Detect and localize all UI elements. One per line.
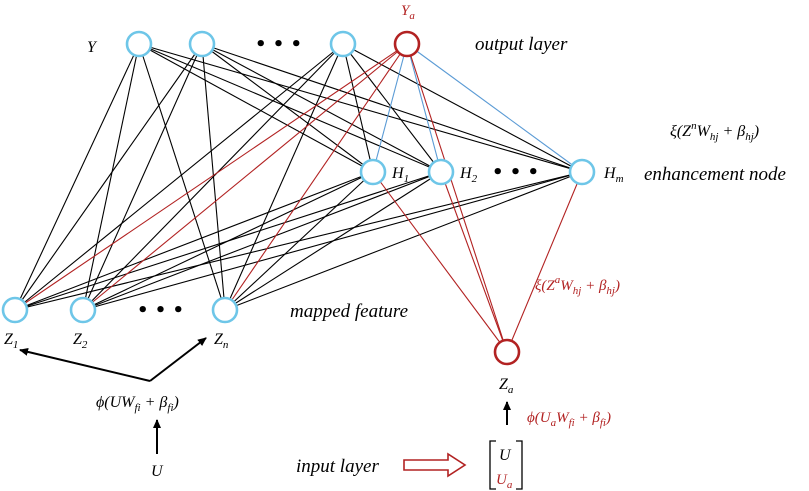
edge-mapped-node-z2-output-node-2 — [82, 43, 203, 311]
label-ya: Ya — [401, 3, 415, 22]
edge-enhancement-node-h1-output-node-2 — [201, 43, 374, 173]
enhancement-node-h1 — [359, 158, 387, 186]
arrow-to-zn — [149, 337, 207, 382]
label-h1: H1 — [391, 165, 409, 185]
arrow-to-z1 — [19, 347, 151, 382]
edge-mapped-node-za-enhancement-node-hm — [506, 171, 583, 353]
edge-enhancement-node-h1-output-node-3 — [342, 43, 374, 173]
edge-enhancement-node-h1-output-node-ya — [372, 43, 408, 173]
input-matrix: U Ua — [489, 440, 523, 491]
mapped-node-za — [493, 338, 521, 366]
ellipsis-mapped: • • • — [137, 300, 184, 321]
edge-mapped-node-zn-enhancement-node-h2 — [224, 171, 442, 311]
edge-mapped-node-zn-enhancement-node-hm — [224, 171, 583, 311]
matrix-ua: Ua — [496, 472, 513, 491]
edge-mapped-node-za-enhancement-node-h2 — [440, 171, 508, 353]
edge-mapped-node-z2-output-node-1 — [82, 43, 140, 311]
formula-phi-left: ϕ(UWfi + βfi) — [96, 394, 179, 414]
label-hm: Hm — [603, 165, 624, 185]
input-layer-caption: input layer — [296, 456, 379, 477]
edge-mapped-node-zn-output-node-ya — [224, 43, 408, 311]
edge-mapped-node-zn-output-node-3 — [224, 43, 344, 311]
input-layer-arrow — [403, 452, 467, 478]
mapped-node-z2 — [69, 296, 97, 324]
matrix-u: U — [499, 447, 512, 464]
enhancement-node-hm — [568, 158, 596, 186]
formula-xi-red: ξ(ZaWhj + βhj) — [535, 274, 620, 297]
edge-enhancement-node-hm-output-node-ya — [406, 43, 583, 173]
edge-enhancement-node-hm-output-node-2 — [201, 43, 583, 173]
edge-enhancement-node-h2-output-node-ya — [406, 43, 442, 173]
output-node-ya — [393, 30, 421, 58]
edge-mapped-node-z1-enhancement-node-h1 — [14, 171, 374, 311]
label-z1: Z1 — [4, 331, 18, 351]
enhancement-node-h2 — [427, 158, 455, 186]
mapped-node-z1 — [1, 296, 29, 324]
edge-mapped-node-z2-enhancement-node-h2 — [82, 171, 442, 311]
label-z2: Z2 — [73, 331, 88, 351]
edge-mapped-node-z1-output-node-ya — [14, 43, 408, 311]
edge-enhancement-node-h2-output-node-2 — [201, 43, 442, 173]
edge-mapped-node-z1-output-node-1 — [14, 43, 140, 311]
edge-mapped-node-zn-output-node-1 — [138, 43, 226, 311]
ellipsis-enhancement: • • • — [492, 162, 539, 183]
edge-enhancement-node-h2-output-node-1 — [138, 43, 442, 173]
edge-mapped-node-z1-output-node-3 — [14, 43, 344, 311]
edges-blue — [372, 43, 583, 173]
edge-enhancement-node-hm-output-node-3 — [342, 43, 583, 173]
label-u: U — [151, 463, 164, 480]
label-y: Y — [87, 39, 98, 56]
output-node-1 — [125, 30, 153, 58]
edge-mapped-node-zn-enhancement-node-h1 — [224, 171, 374, 311]
edge-mapped-node-za-enhancement-node-h1 — [372, 171, 508, 353]
edge-mapped-node-z2-output-node-ya — [82, 43, 408, 311]
label-h2: H2 — [459, 165, 478, 185]
mapped-node-zn — [211, 296, 239, 324]
label-zn: Zn — [214, 331, 229, 351]
enhancement-node-caption: enhancement node — [644, 164, 786, 185]
label-za: Za — [499, 376, 514, 396]
matrix-right-bracket — [516, 440, 523, 490]
matrix-left-bracket — [489, 440, 496, 490]
formula-phi-red: ϕ(UaWfi + βfi) — [527, 410, 611, 429]
edge-mapped-node-z2-enhancement-node-h1 — [82, 171, 374, 311]
edge-mapped-node-za-output-node-ya — [406, 43, 508, 353]
edge-enhancement-node-hm-output-node-1 — [138, 43, 583, 173]
formula-xi-top: ξ(ZnWhj + βhj) — [670, 120, 759, 143]
mapped-feature-caption: mapped feature — [290, 301, 408, 322]
edges-black — [14, 43, 583, 311]
ellipsis-output: • • • — [255, 34, 302, 55]
edges-red — [14, 43, 583, 353]
nodes — [1, 30, 596, 366]
edge-mapped-node-zn-output-node-2 — [201, 43, 226, 311]
output-layer-caption: output layer — [475, 34, 568, 55]
phi-arrows — [19, 337, 511, 454]
edge-mapped-node-z1-output-node-2 — [14, 43, 203, 311]
output-node-3 — [329, 30, 357, 58]
output-node-2 — [188, 30, 216, 58]
